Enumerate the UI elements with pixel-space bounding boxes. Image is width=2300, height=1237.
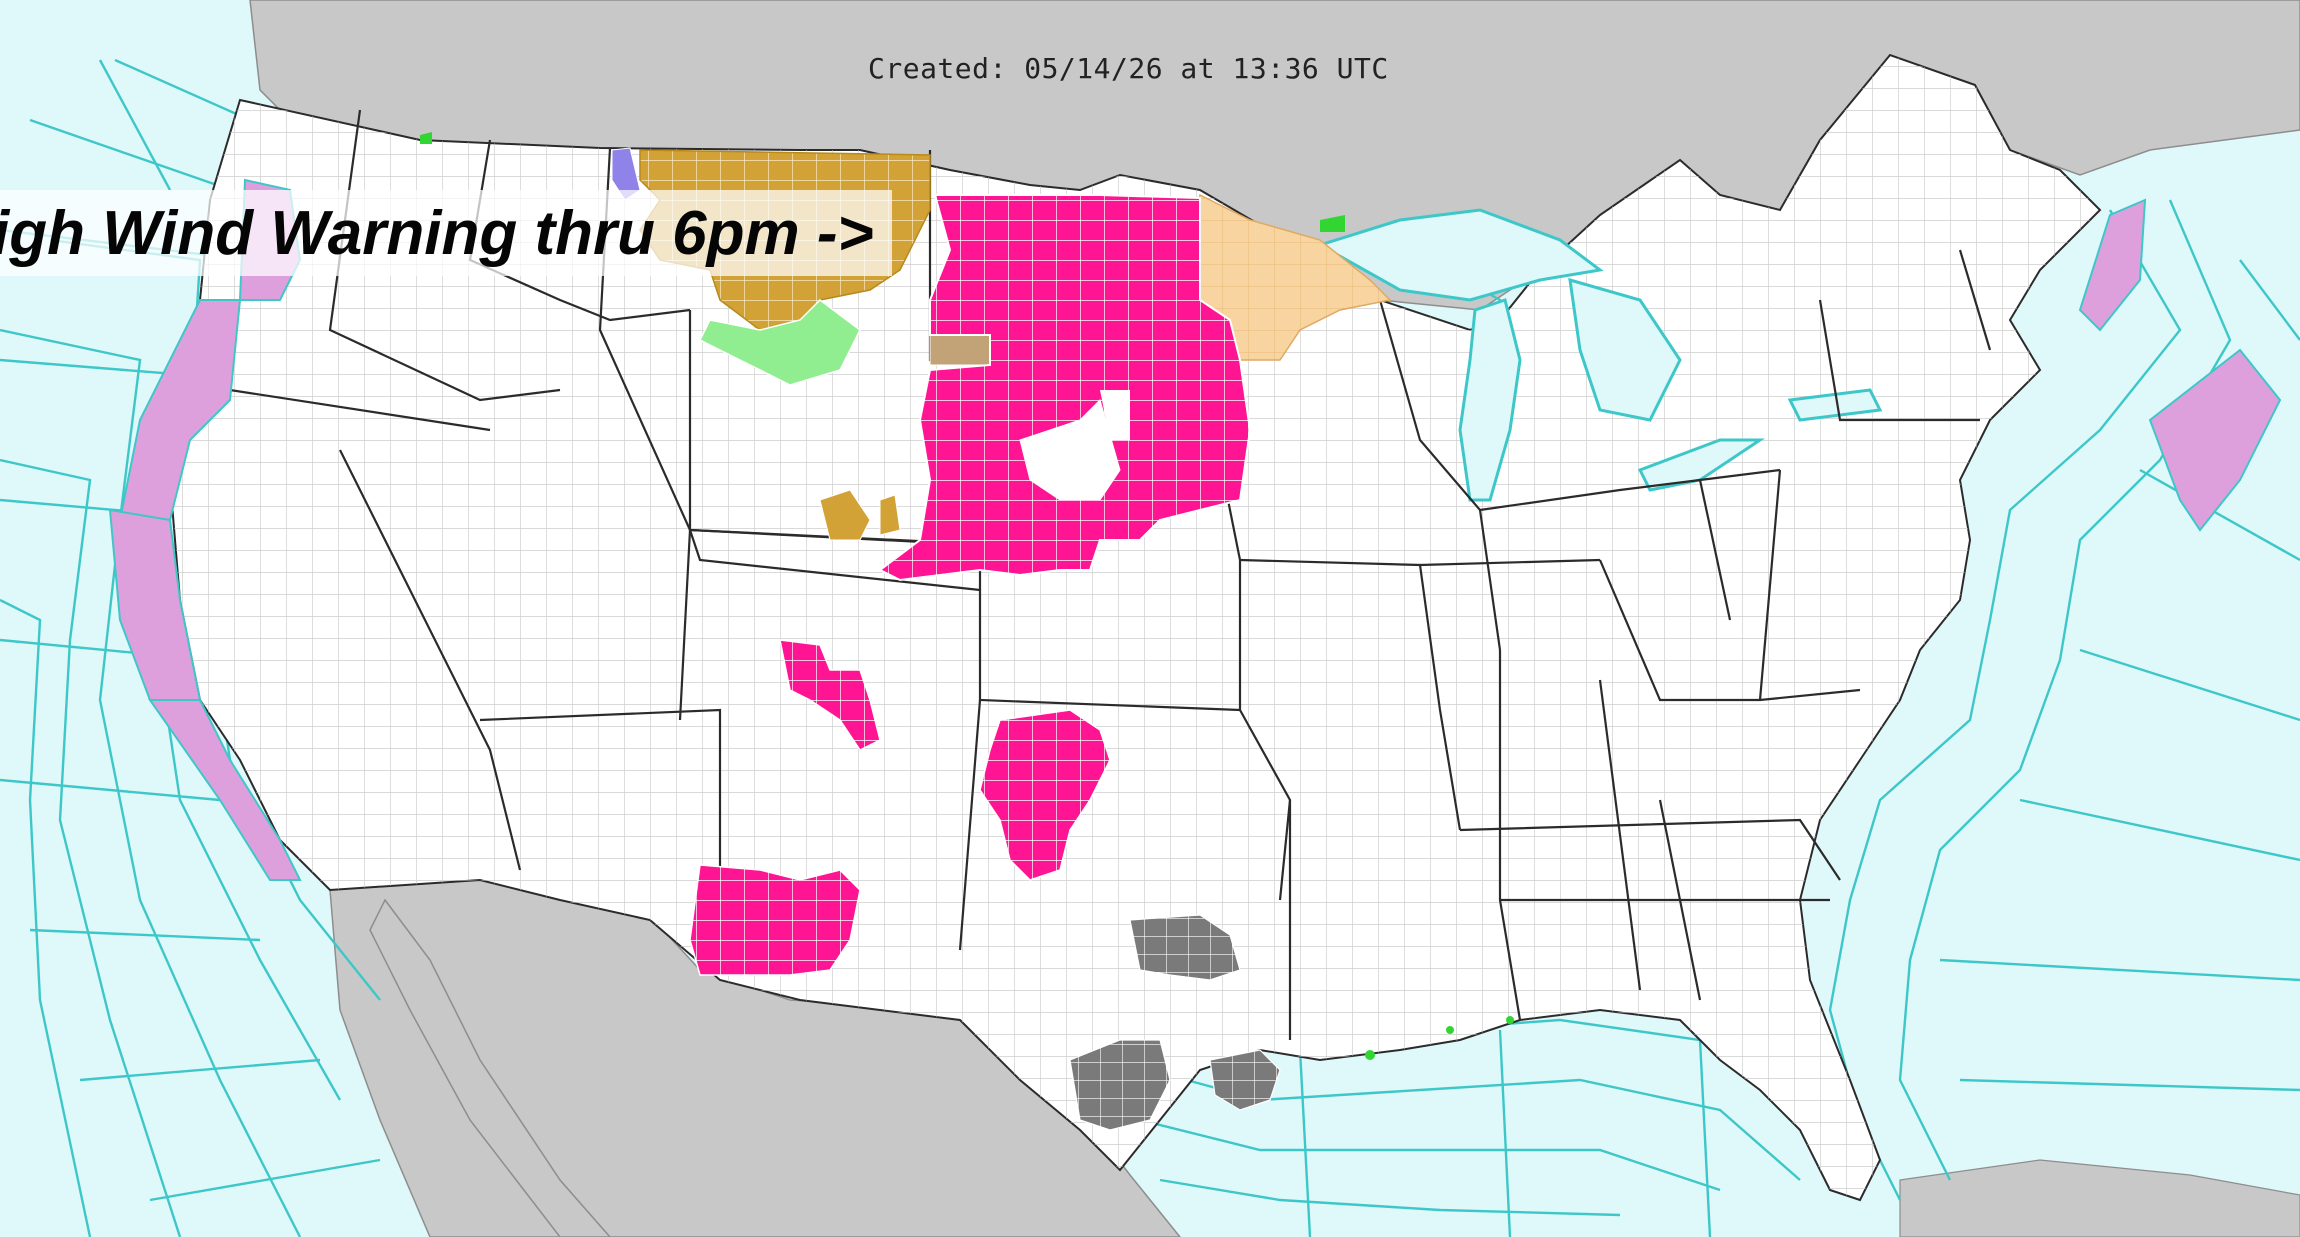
lake-michigan bbox=[1458, 298, 1522, 502]
green-hazard-gulf-2 bbox=[1446, 1026, 1454, 1034]
tan-advisory-wyoming bbox=[819, 489, 901, 541]
maine-coast-marine-hazard bbox=[2078, 198, 2147, 332]
northern-plains-unaffected-gap bbox=[1019, 399, 1121, 501]
high-wind-warning-kansas-oklahoma bbox=[979, 709, 1111, 881]
callout-text: igh Wind Warning thru 6pm -> bbox=[0, 198, 874, 268]
callout-banner: igh Wind Warning thru 6pm -> bbox=[0, 190, 892, 276]
khaki-hazard-south-dakota bbox=[929, 334, 991, 366]
high-wind-warning-northern-plains bbox=[878, 194, 1252, 582]
gray-hazard-east-texas bbox=[1209, 1049, 1281, 1111]
northern-plains-unaffected-gap-2 bbox=[1100, 390, 1130, 440]
green-hazard-minnesota bbox=[1320, 215, 1345, 232]
green-hazard-gulf-1 bbox=[1365, 1050, 1375, 1060]
baja-peninsula bbox=[369, 898, 611, 1237]
atlantic-marine-hazard-zone bbox=[2148, 348, 2282, 532]
green-hazard-montana bbox=[698, 299, 861, 386]
lake-huron bbox=[1568, 277, 1682, 422]
gray-hazard-central-texas bbox=[1069, 1039, 1171, 1131]
high-wind-warning-colorado bbox=[779, 639, 881, 751]
lake-superior bbox=[1316, 208, 1604, 302]
green-hazard-washington bbox=[420, 132, 432, 144]
great-lakes bbox=[1316, 208, 1883, 502]
gray-hazard-north-texas bbox=[1129, 914, 1241, 981]
lake-ontario bbox=[1787, 388, 1883, 422]
cuba-land bbox=[1899, 1159, 2300, 1237]
created-timestamp: Created: 05/14/26 at 13:36 UTC bbox=[868, 52, 1389, 85]
green-hazard-gulf-3 bbox=[1506, 1016, 1514, 1024]
high-wind-warning-new-mexico bbox=[689, 864, 861, 976]
